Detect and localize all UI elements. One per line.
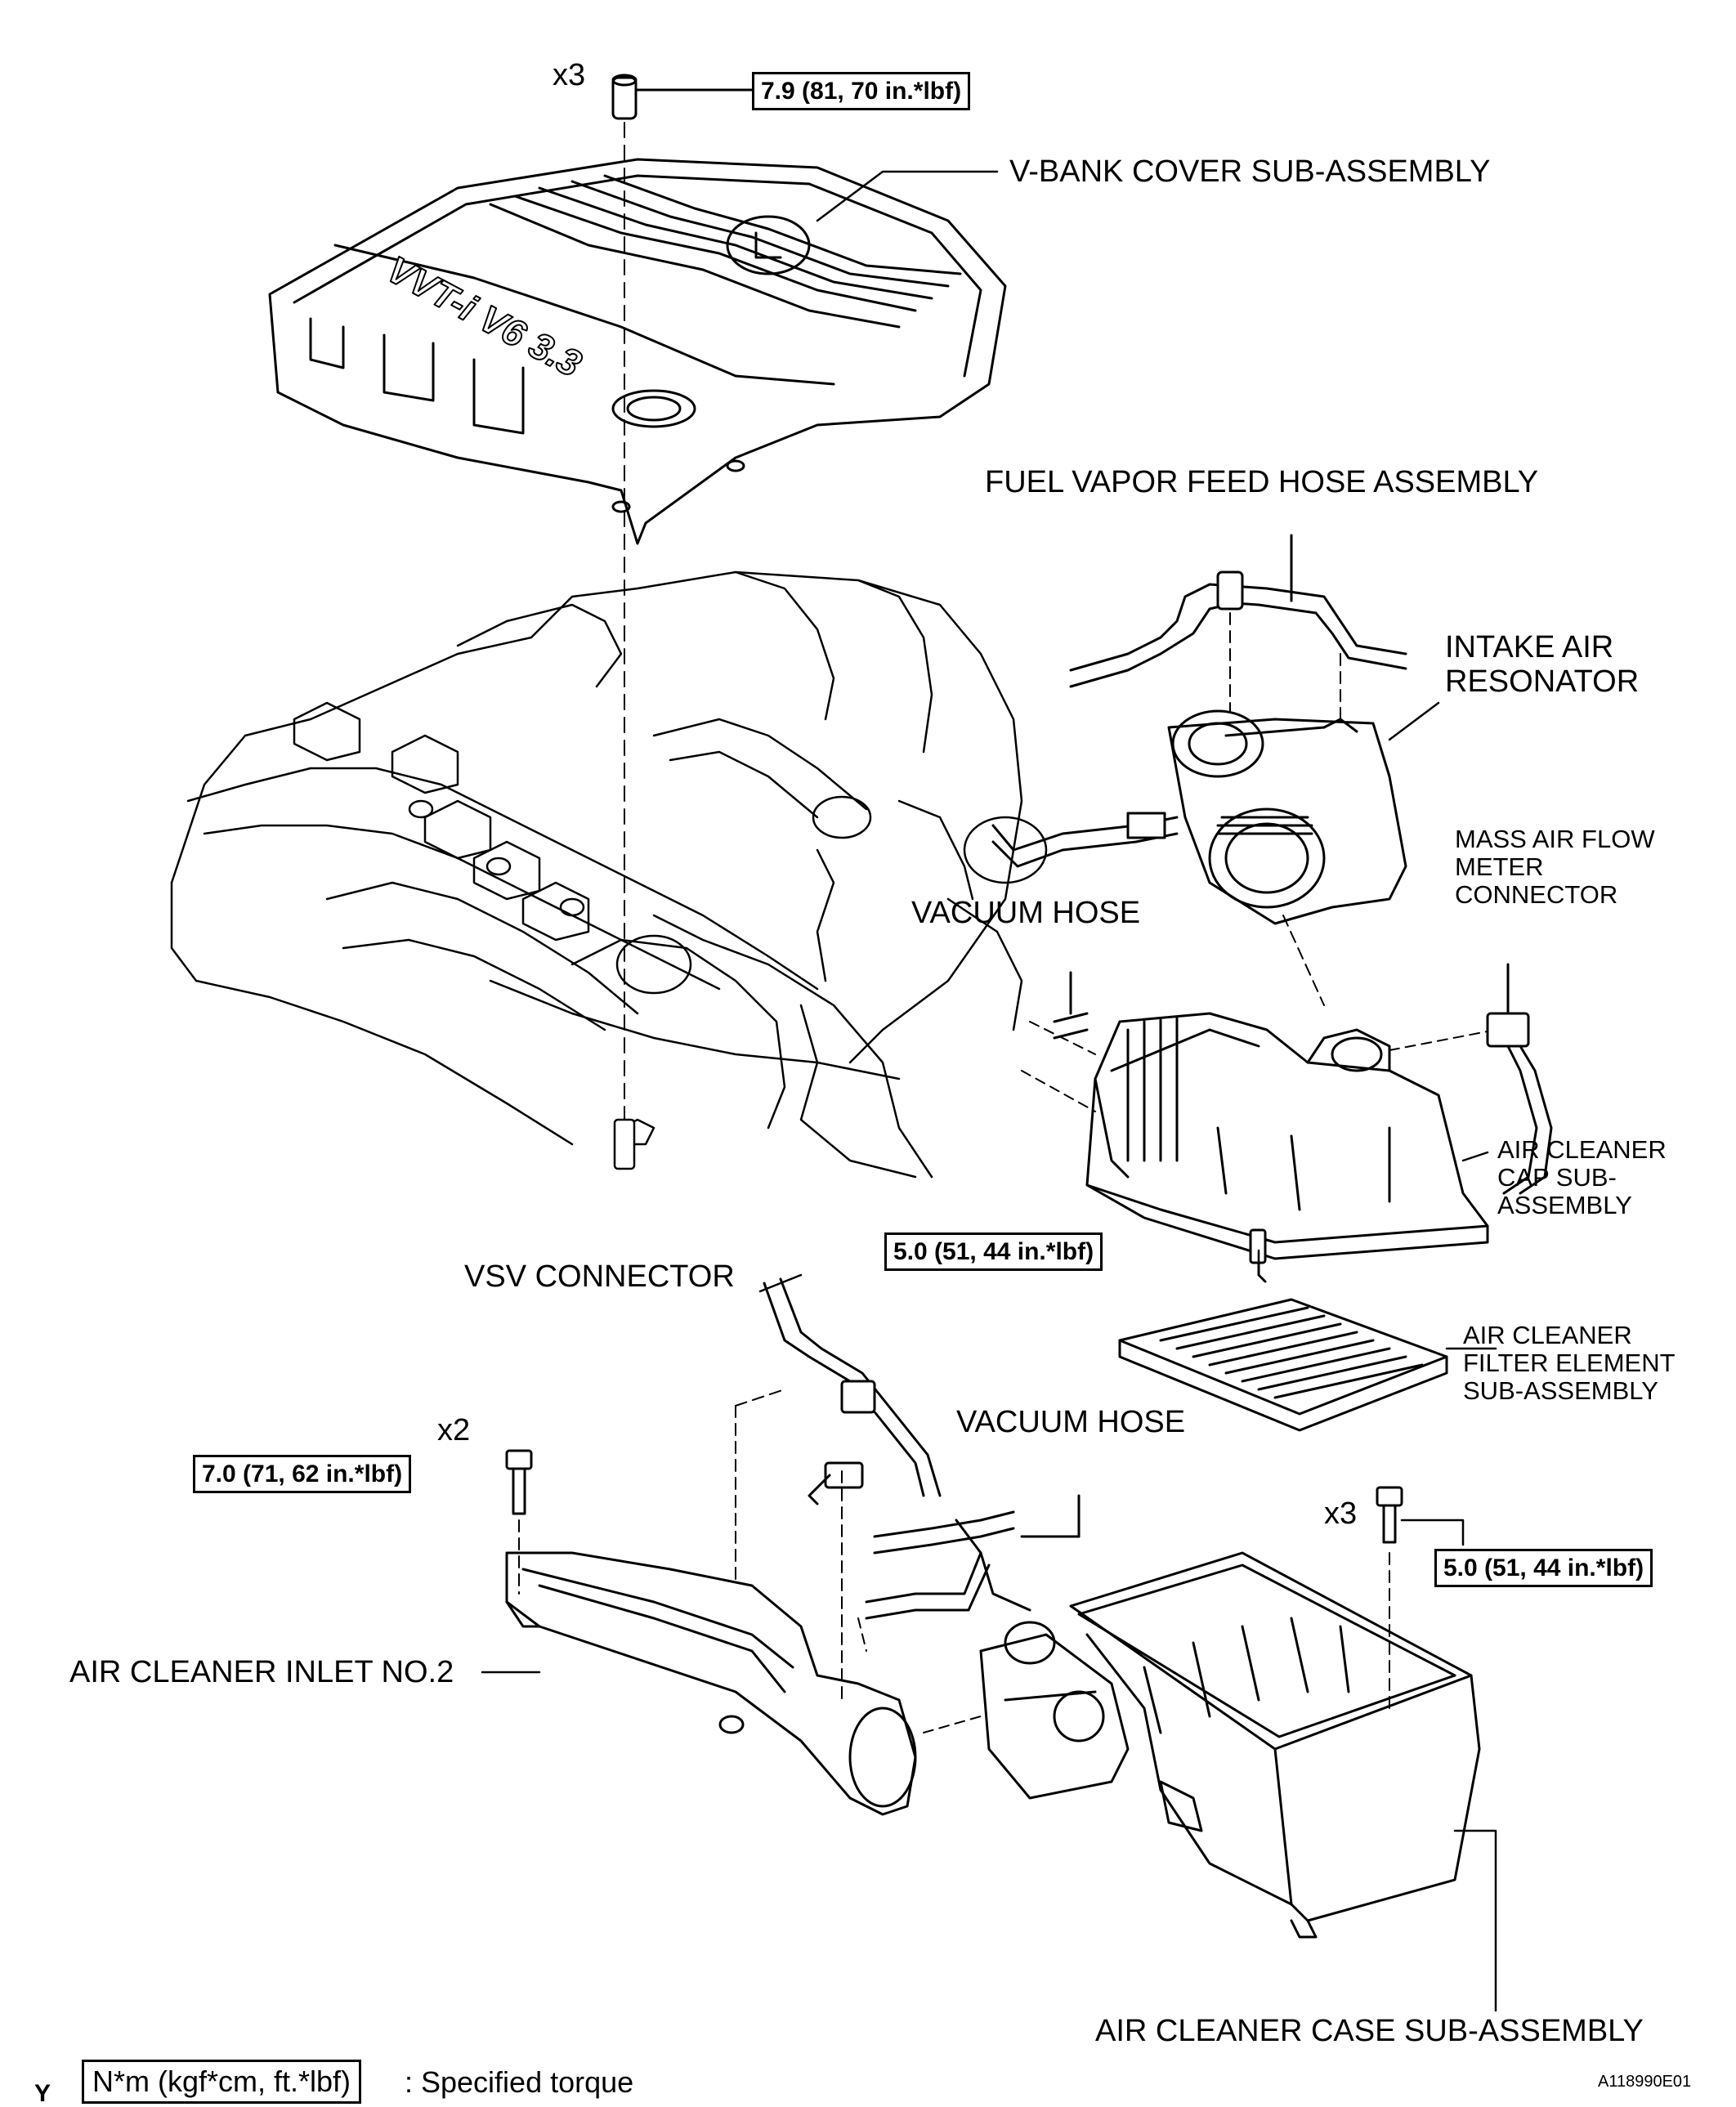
fuel-vapor-feed-hose-label: FUEL VAPOR FEED HOSE ASSEMBLY [985, 465, 1539, 499]
torque-legend-box: N*m (kgf*cm, ft.*lbf) [82, 2060, 362, 2104]
intake-air-resonator [1167, 709, 1407, 925]
cover-nut-torque: 7.9 (81, 70 in.*lbf) [752, 72, 971, 110]
air-cleaner-filter-element [1118, 1298, 1448, 1432]
cap-hose-alignment-line-2 [1021, 1070, 1096, 1112]
air-cleaner-case [979, 1551, 1481, 1939]
mass-air-flow-meter-connector-label: MASS AIR FLOW METER CONNECTOR [1455, 825, 1655, 910]
figure-id: A118990E01 [1598, 2073, 1692, 2091]
vacuum-hose-lower-label: VACUUM HOSE [956, 1405, 1186, 1439]
cover-nut [611, 74, 754, 120]
inlet-bolt-torque: 7.0 (71, 62 in.*lbf) [193, 1455, 412, 1493]
mass-air-flow-meter-connector [1486, 963, 1553, 1195]
small-hose-pieces [1053, 971, 1089, 1040]
vacuum-hose-upper-label: VACUUM HOSE [911, 896, 1141, 930]
engine-body [170, 570, 1048, 1179]
air-cleaner-inlet-no2 [505, 1551, 917, 1816]
inlet-bolt [505, 1449, 533, 1515]
air-cleaner-case-label: AIR CLEANER CASE SUB-ASSEMBLY [1095, 2014, 1644, 2048]
engine-cover-lettering: VVT-i V6 3.3 [380, 248, 588, 386]
case-bolt-quantity: x3 [1324, 1496, 1358, 1531]
vacuum-hose-lower [865, 1494, 1081, 1620]
intake-air-resonator-label: INTAKE AIR RESONATOR [1445, 630, 1640, 699]
vsv-connector-wiring [763, 1277, 942, 1505]
maf-alignment-line [1389, 1031, 1488, 1051]
vsv-connector-label: VSV CONNECTOR [464, 1259, 735, 1294]
torque-legend-text: : Specified torque [405, 2065, 634, 2099]
cap-bolt-torque: 5.0 (51, 44 in.*lbf) [884, 1232, 1103, 1271]
cover-nut-quantity: x3 [553, 58, 586, 92]
vsv-alignment-line-2 [735, 1389, 785, 1407]
air-cleaner-filter-element-label: AIR CLEANER FILTER ELEMENT SUB-ASSEMBLY [1463, 1321, 1676, 1406]
inlet-case-alignment-line [923, 1716, 982, 1733]
vacuum-hose-alignment-line [857, 1617, 867, 1652]
leader-lines [481, 170, 1497, 2012]
v-bank-cover [268, 158, 1007, 545]
v-bank-cover-label: V-BANK COVER SUB-ASSEMBLY [1009, 154, 1491, 189]
air-cleaner-cap [1085, 1012, 1489, 1283]
vacuum-hose-upper [991, 812, 1179, 868]
cap-hose-alignment-line [1029, 1021, 1096, 1055]
fuel-vapor-feed-hose [1069, 534, 1407, 688]
corner-mark: Y [34, 2080, 51, 2107]
air-cleaner-cap-label: AIR CLEANER CAP SUB- ASSEMBLY [1497, 1135, 1667, 1220]
air-cleaner-inlet-no2-label: AIR CLEANER INLET NO.2 [69, 1655, 454, 1689]
resonator-cap-alignment-line [1282, 915, 1325, 1006]
inlet-bolt-quantity: x2 [437, 1413, 471, 1447]
case-bolt [1376, 1486, 1403, 1544]
case-bolt-torque: 5.0 (51, 44 in.*lbf) [1434, 1549, 1653, 1587]
